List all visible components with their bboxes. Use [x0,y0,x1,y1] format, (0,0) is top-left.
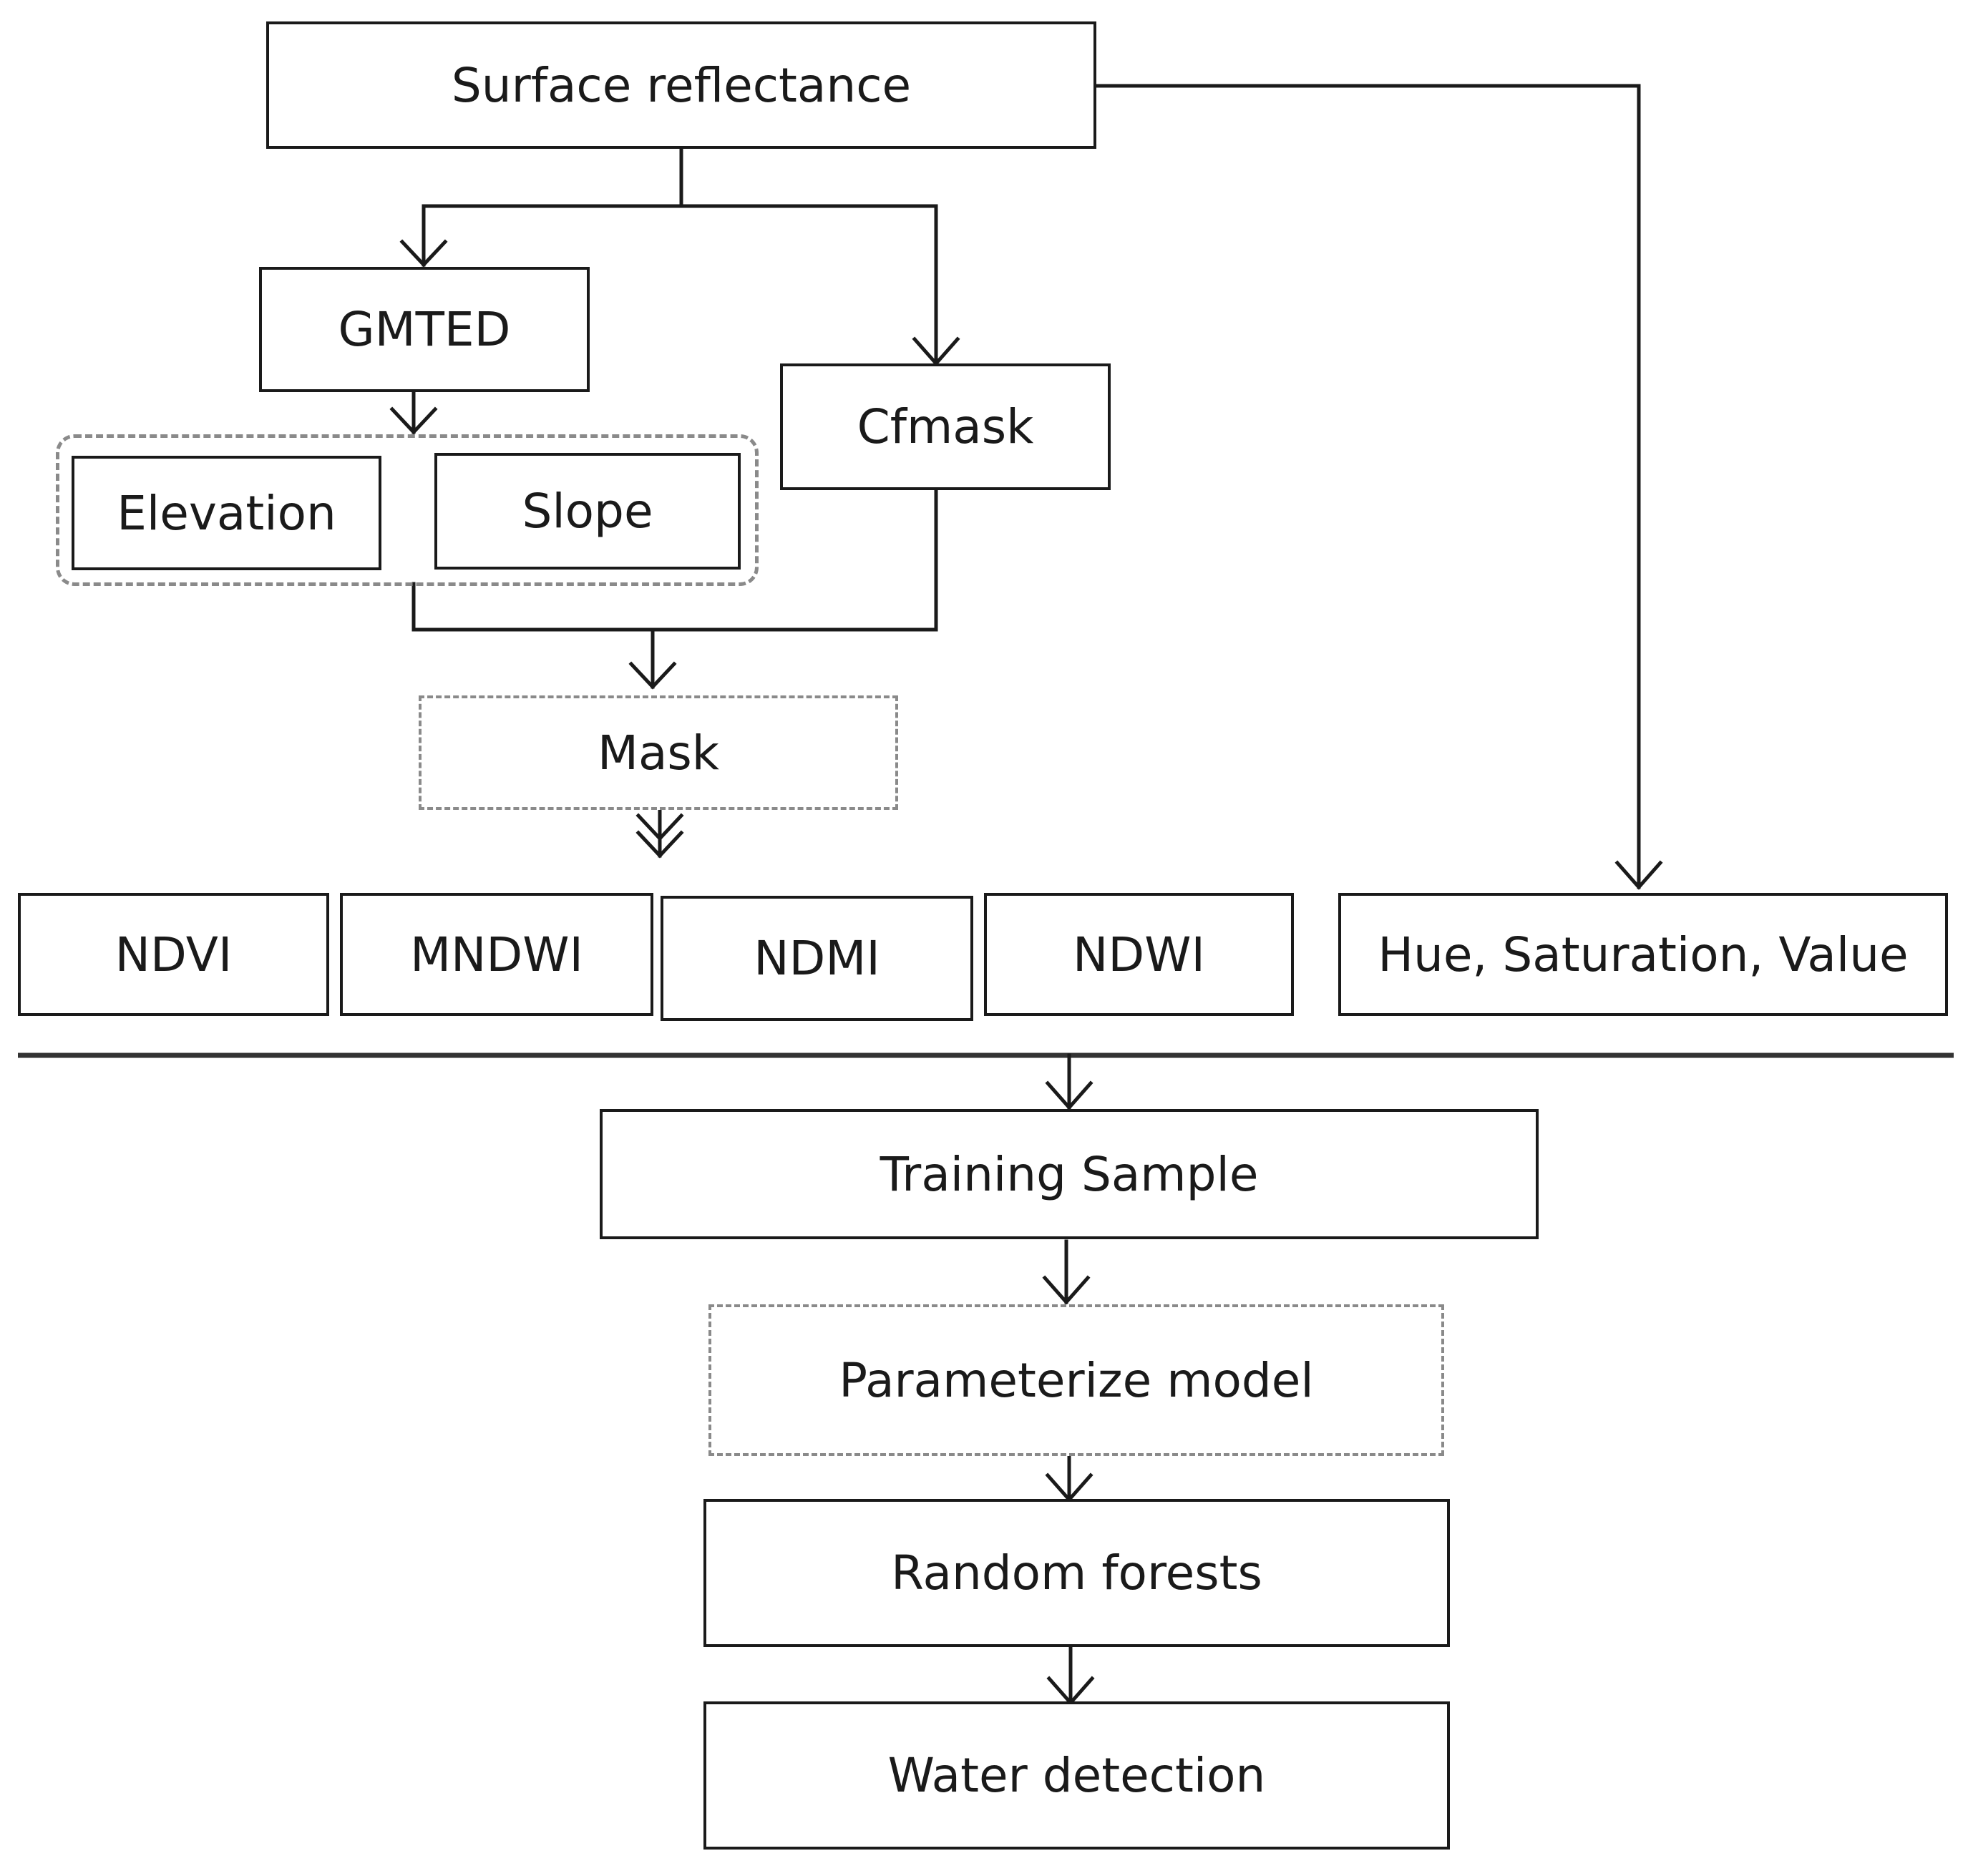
arrowhead-mask [628,661,677,690]
ndvi-label: NDVI [115,927,233,982]
arrowhead-hsv [1614,860,1663,890]
gmted-box: GMTED [259,267,590,392]
arrowhead-gmted [399,239,448,268]
ndmi-label: NDMI [754,931,880,986]
elevation-label: Elevation [117,485,336,541]
cfmask-box: Cfmask [780,363,1111,490]
arrowhead-indices-1 [635,813,684,841]
cfmask-label: Cfmask [857,399,1034,454]
slope-label: Slope [522,484,653,539]
surface-reflectance-label: Surface reflectance [451,57,912,113]
random-forests-box: Random forests [703,1499,1450,1647]
hsv-label: Hue, Saturation, Value [1378,927,1909,982]
slope-box: Slope [434,453,741,570]
water-detection-box: Water detection [703,1701,1450,1850]
arrowhead-training [1045,1080,1093,1110]
elevation-box: Elevation [72,456,381,570]
hsv-box: Hue, Saturation, Value [1338,893,1948,1016]
mndwi-label: MNDWI [410,927,583,982]
arrowhead-group [389,406,438,435]
ndvi-box: NDVI [18,893,329,1016]
training-sample-box: Training Sample [600,1109,1539,1239]
water-detection-label: Water detection [887,1748,1266,1803]
mndwi-box: MNDWI [340,893,653,1016]
ndwi-label: NDWI [1073,927,1205,982]
arrowhead-indices-2 [635,830,684,859]
arrowhead-parameterize [1042,1275,1091,1305]
parameterize-model-box: Parameterize model [708,1304,1444,1456]
ndmi-box: NDMI [661,896,973,1021]
mask-label: Mask [598,725,719,781]
random-forests-label: Random forests [891,1545,1262,1601]
mask-box: Mask [419,695,898,810]
training-sample-label: Training Sample [880,1146,1259,1202]
terrain-group [56,434,759,586]
gmted-label: GMTED [338,302,511,357]
ndwi-box: NDWI [984,893,1294,1016]
parameterize-model-label: Parameterize model [839,1352,1314,1408]
surface-reflectance-box: Surface reflectance [266,21,1096,149]
connector-surface-to-hsv [1094,84,1641,889]
connector-surface-split [422,147,938,208]
